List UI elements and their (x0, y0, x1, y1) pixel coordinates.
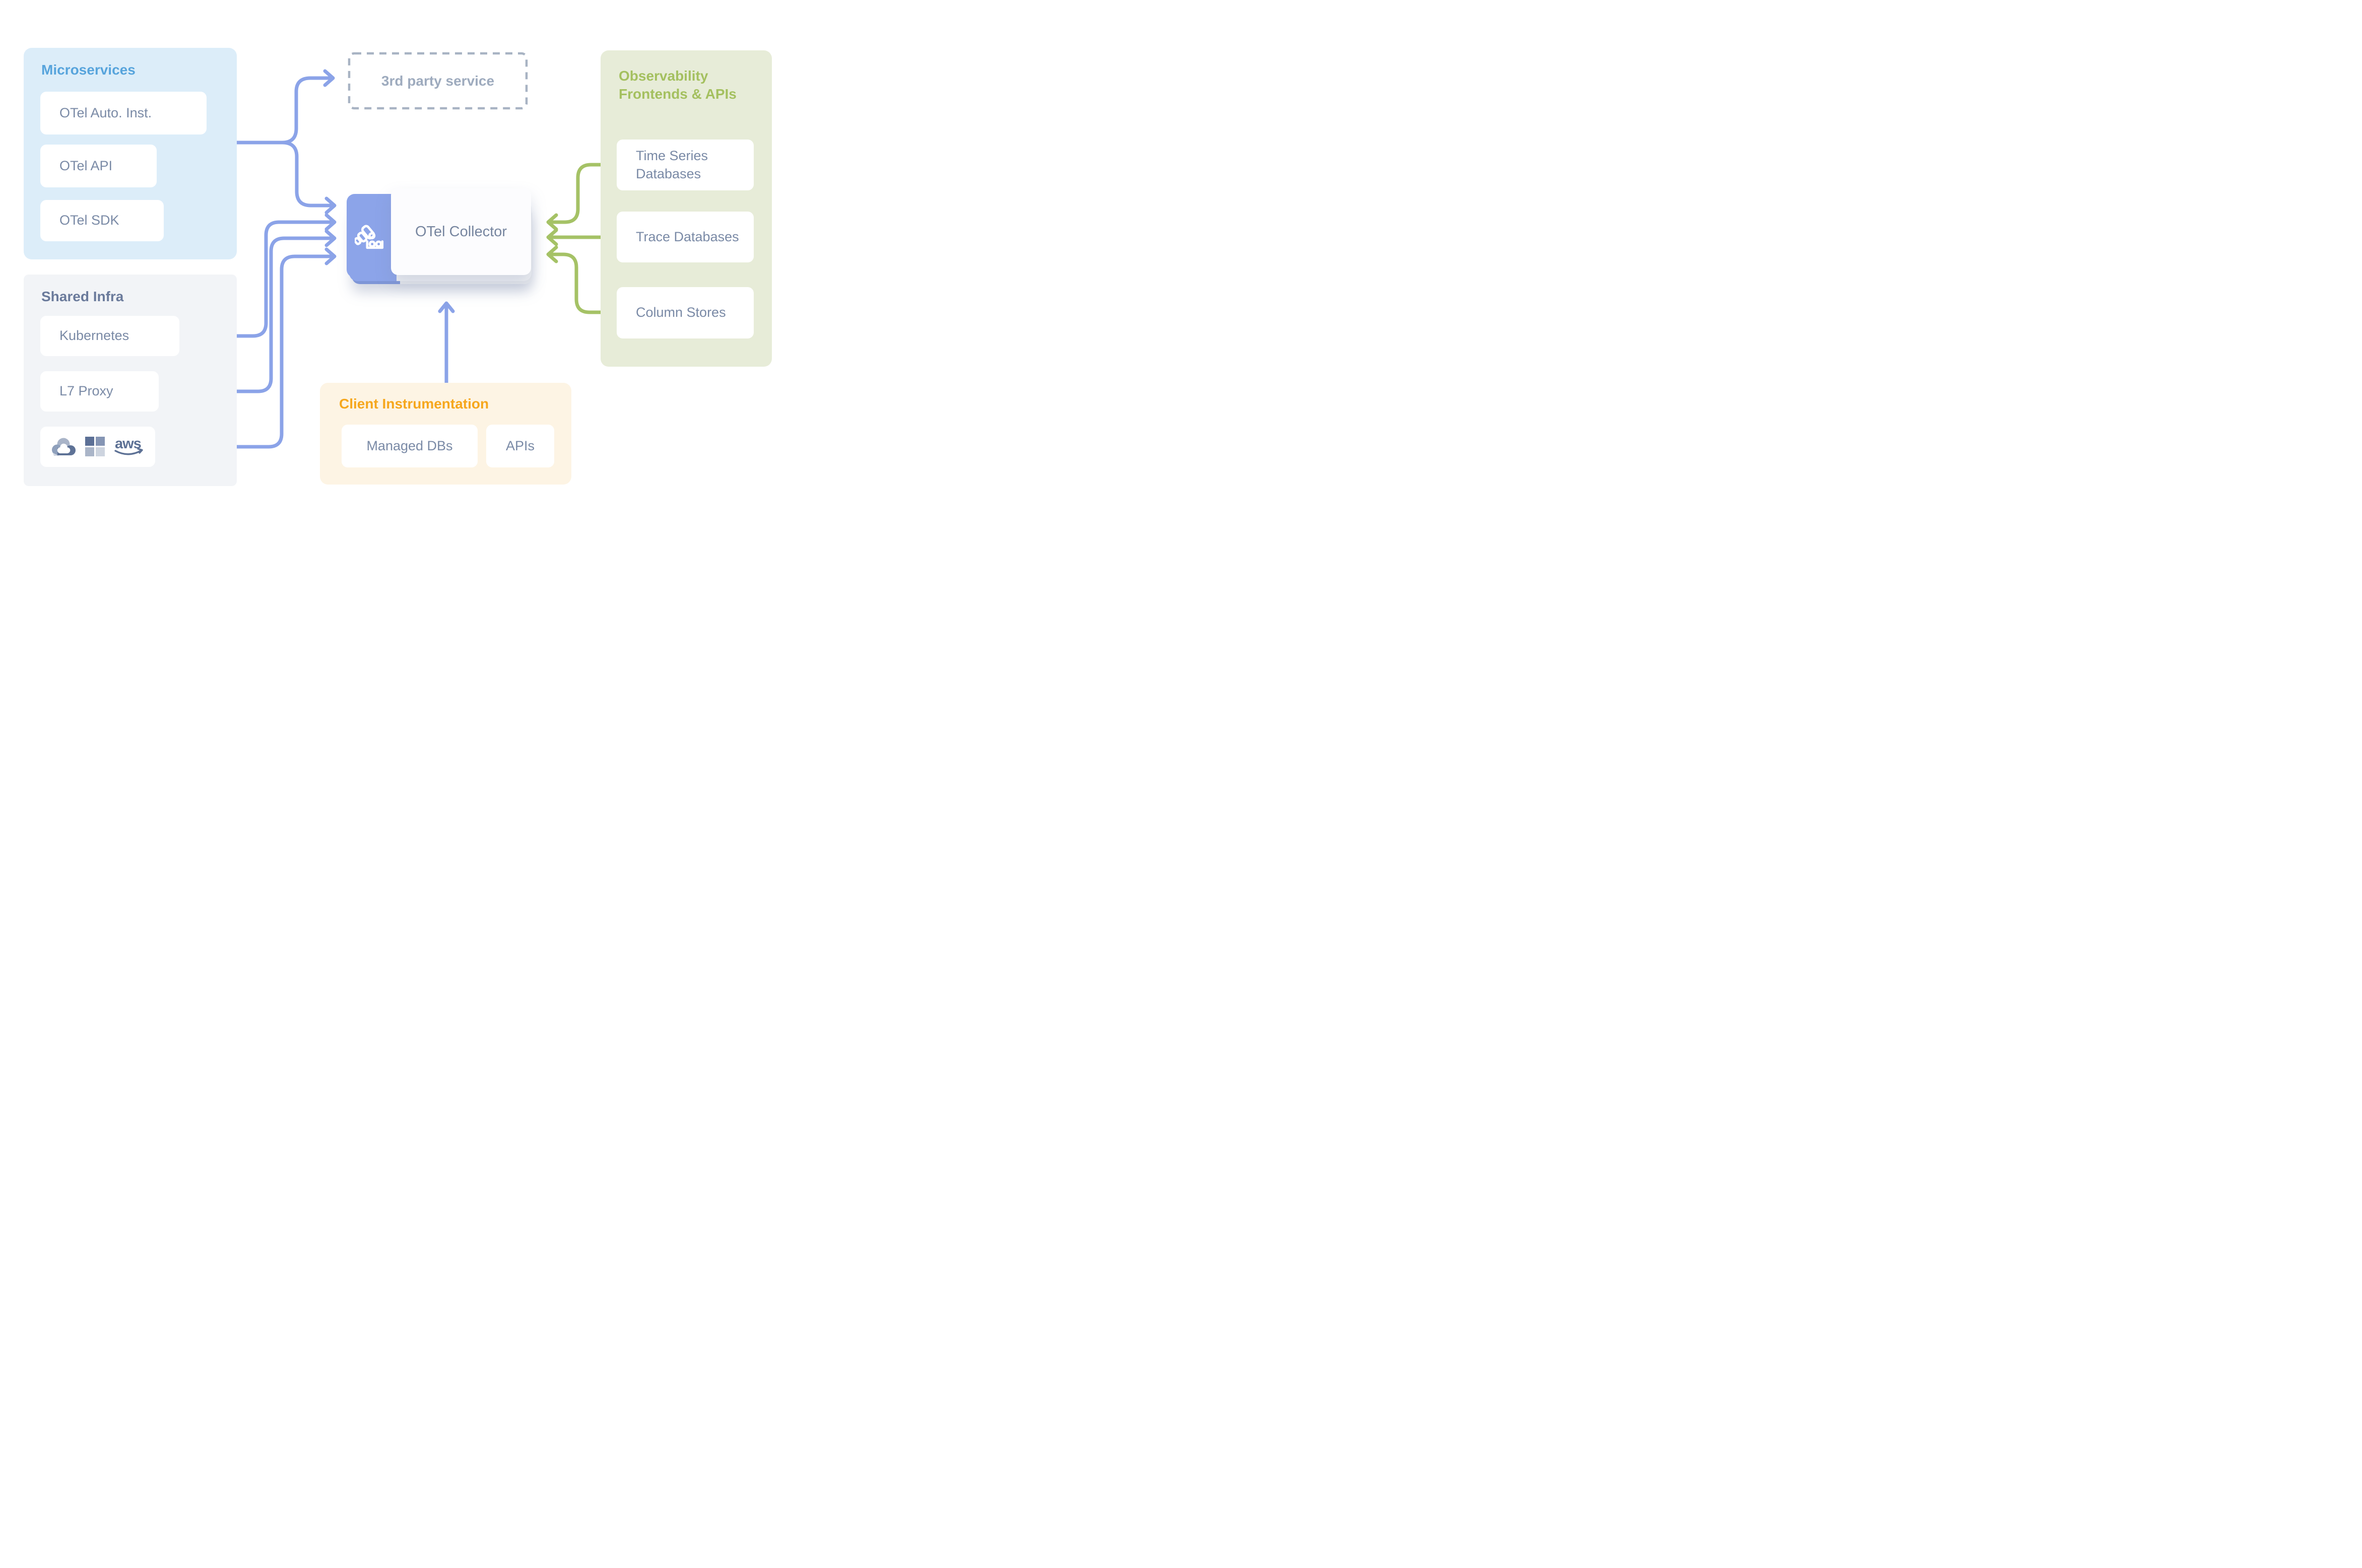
node-label: Column Stores (636, 305, 726, 320)
collector-label: OTel Collector (415, 223, 507, 240)
node-label: Time Series Databases (636, 148, 708, 181)
telescope-icon (355, 225, 384, 249)
node-label: APIs (505, 438, 535, 453)
panel-shared-infra: Shared Infra Kubernetes L7 Proxy (24, 275, 237, 486)
arrow-microservices-to-third-party (235, 69, 335, 145)
third-party-label: 3rd party service (381, 73, 495, 89)
node-otel-collector: OTel Collector (347, 188, 533, 289)
node-trace-databases: Trace Databases (617, 212, 754, 262)
node-label: OTel API (59, 158, 113, 173)
node-time-series-databases: Time Series Databases (617, 140, 754, 190)
node-label: Trace Databases (636, 229, 739, 244)
shared-infra-title: Shared Infra (41, 289, 124, 304)
microservices-title: Microservices (41, 62, 136, 78)
node-otel-sdk: OTel SDK (40, 200, 164, 241)
node-otel-api: OTel API (40, 145, 157, 187)
arrow-microservices-to-collector (280, 141, 337, 215)
node-label: Managed DBs (366, 438, 453, 453)
node-cloud-providers: aws (40, 427, 155, 467)
aws-wordmark: aws (115, 436, 141, 452)
otel-architecture-diagram: Microservices OTel Auto. Inst. OTel API … (0, 0, 788, 523)
node-kubernetes: Kubernetes (40, 316, 179, 356)
google-cloud-icon (52, 438, 76, 456)
arrow-kubernetes-to-collector (172, 213, 337, 338)
observability-title-line1: Observability (619, 68, 708, 84)
node-apis: APIs (486, 425, 554, 467)
microsoft-icon (85, 437, 105, 456)
node-label: OTel SDK (59, 213, 119, 228)
observability-title-line2: Frontends & APIs (619, 86, 737, 102)
node-label: L7 Proxy (59, 383, 113, 399)
arrow-clouds-to-collector (153, 247, 337, 449)
node-managed-dbs: Managed DBs (342, 425, 478, 467)
arrow-client-instrumentation-to-collector (438, 301, 455, 385)
collector-accent-strip (347, 194, 398, 278)
aws-icon: aws (114, 436, 143, 455)
node-label: Kubernetes (59, 328, 129, 344)
panel-client-instrumentation: Client Instrumentation Managed DBs APIs (320, 383, 571, 485)
node-l7-proxy: L7 Proxy (40, 371, 159, 412)
panel-observability: Observability Frontends & APIs Time Seri… (601, 50, 772, 367)
node-otel-auto-inst: OTel Auto. Inst. (40, 92, 207, 134)
node-column-stores: Column Stores (617, 287, 754, 338)
observability-title: Observability Frontends & APIs (619, 67, 737, 104)
node-label: OTel Auto. Inst. (59, 105, 152, 120)
collector-card: OTel Collector (391, 188, 531, 275)
panel-microservices: Microservices OTel Auto. Inst. OTel API … (24, 48, 237, 259)
client-instrumentation-title: Client Instrumentation (339, 396, 489, 412)
node-third-party-service: 3rd party service (348, 52, 528, 110)
arrow-l7proxy-to-collector (138, 229, 337, 393)
connector-arrows (138, 69, 614, 449)
